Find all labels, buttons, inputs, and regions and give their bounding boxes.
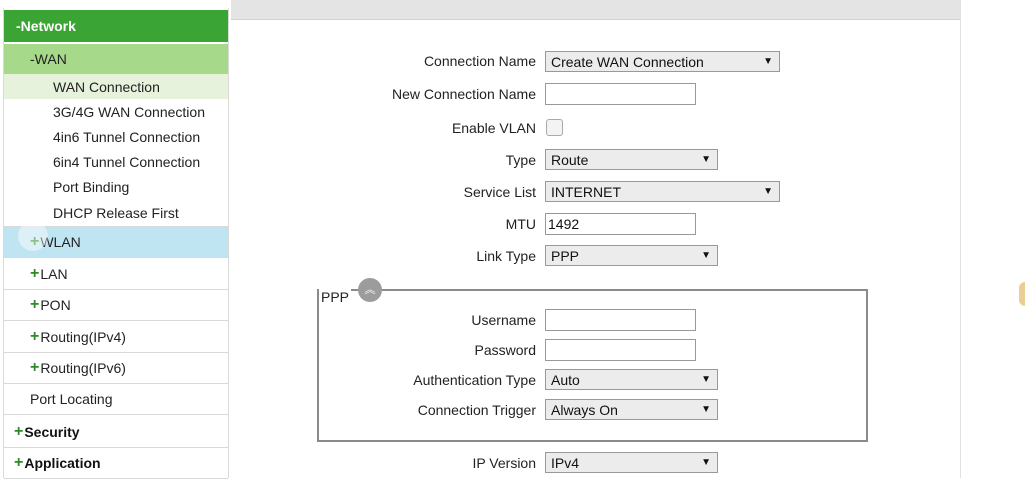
plus-icon: + (30, 265, 40, 282)
sidebar-group-label: LAN (40, 266, 68, 282)
sidebar-item-4in6-tunnel[interactable]: 4in6 Tunnel Connection (4, 124, 228, 149)
password-label: Password (474, 342, 536, 358)
type-select[interactable]: Route ▼ (545, 149, 718, 170)
top-bar (231, 0, 961, 20)
link-type-select[interactable]: PPP ▼ (545, 245, 718, 266)
dropdown-arrow-icon: ▼ (763, 186, 773, 197)
authentication-type-label: Authentication Type (413, 372, 536, 388)
type-label: Type (505, 152, 536, 168)
sidebar-item-6in4-tunnel[interactable]: 6in4 Tunnel Connection (4, 149, 228, 174)
sidebar-group-label: Routing(IPv6) (40, 360, 126, 376)
link-type-value: PPP (551, 247, 580, 264)
connection-trigger-select[interactable]: Always On ▼ (545, 399, 718, 420)
authentication-type-select[interactable]: Auto ▼ (545, 369, 718, 390)
sidebar-group-label: WLAN (40, 234, 81, 250)
sidebar-group-label: Routing(IPv4) (40, 329, 126, 345)
sidebar-wan-label: -WAN (30, 51, 67, 67)
sidebar-item-dhcp-release-first[interactable]: DHCP Release First (4, 199, 228, 227)
ppp-legend: PPP (319, 289, 352, 305)
sidebar-group-wlan[interactable]: + WLAN (4, 221, 228, 258)
sidebar-item-label: WAN Connection (53, 78, 160, 95)
sidebar-item-label: DHCP Release First (53, 204, 179, 221)
dropdown-arrow-icon: ▼ (701, 457, 711, 468)
ip-version-label: IP Version (472, 455, 536, 471)
connection-name-select[interactable]: Create WAN Connection ▼ (545, 51, 780, 72)
plus-icon: + (14, 454, 24, 471)
password-input[interactable] (545, 339, 696, 361)
sidebar-item-3g4g-wan-connection[interactable]: 3G/4G WAN Connection (4, 99, 228, 124)
dropdown-arrow-icon: ▼ (701, 154, 711, 165)
enable-vlan-label: Enable VLAN (451, 120, 536, 136)
plus-icon: + (30, 328, 40, 345)
plus-icon: + (30, 233, 40, 250)
edge-indicator (1019, 282, 1025, 306)
connection-trigger-value: Always On (551, 401, 618, 418)
sidebar-group-routing-ipv4[interactable]: + Routing(IPv4) (4, 322, 228, 353)
enable-vlan-checkbox[interactable] (546, 119, 563, 136)
click-ripple (18, 221, 48, 251)
sidebar-group-routing-ipv6[interactable]: + Routing(IPv6) (4, 353, 228, 384)
sidebar-item-wan-connection[interactable]: WAN Connection (4, 74, 228, 99)
ip-version-value: IPv4 (551, 454, 580, 471)
dropdown-arrow-icon: ▼ (701, 250, 711, 261)
dropdown-arrow-icon: ▼ (763, 56, 773, 67)
sidebar-top-label: Security (24, 424, 80, 440)
link-type-label: Link Type (476, 248, 536, 264)
mtu-label: MTU (505, 216, 536, 232)
dropdown-arrow-icon: ▼ (701, 374, 711, 385)
connection-trigger-label: Connection Trigger (417, 402, 536, 418)
sidebar-item-label: 3G/4G WAN Connection (53, 103, 205, 120)
plus-icon: + (30, 359, 40, 376)
sidebar-item-port-locating[interactable]: Port Locating (4, 384, 228, 415)
sidebar-security[interactable]: + Security (4, 417, 228, 448)
new-connection-name-input[interactable] (545, 83, 696, 105)
sidebar-item-label: 6in4 Tunnel Connection (53, 153, 201, 170)
content-divider (960, 0, 961, 478)
mtu-input[interactable] (545, 213, 696, 235)
connection-name-value: Create WAN Connection (551, 53, 704, 70)
sidebar-group-label: PON (40, 297, 71, 313)
sidebar-item-port-binding[interactable]: Port Binding (4, 174, 228, 199)
sidebar-item-label: Port Locating (30, 391, 113, 407)
sidebar-application[interactable]: + Application (4, 448, 228, 479)
type-value: Route (551, 151, 589, 168)
plus-icon: + (30, 296, 40, 313)
ip-version-select[interactable]: IPv4 ▼ (545, 452, 718, 473)
sidebar: -Network -WAN WAN Connection 3G/4G WAN C… (3, 8, 229, 479)
collapse-icon[interactable]: ︽ (358, 278, 382, 302)
authentication-type-value: Auto (551, 371, 580, 388)
service-list-value: INTERNET (551, 183, 621, 200)
sidebar-network-label: -Network (16, 18, 76, 34)
plus-icon: + (14, 423, 24, 440)
sidebar-network-header[interactable]: -Network (4, 10, 228, 42)
sidebar-wan-header[interactable]: -WAN (4, 44, 228, 74)
sidebar-item-label: Port Binding (53, 178, 130, 195)
ppp-fieldset (317, 289, 868, 442)
service-list-label: Service List (463, 184, 536, 200)
username-label: Username (471, 312, 536, 328)
username-input[interactable] (545, 309, 696, 331)
connection-name-label: Connection Name (423, 53, 536, 69)
sidebar-group-pon[interactable]: + PON (4, 290, 228, 321)
sidebar-top-label: Application (24, 455, 101, 471)
sidebar-group-lan[interactable]: + LAN (4, 259, 228, 290)
dropdown-arrow-icon: ▼ (701, 404, 711, 415)
new-connection-name-label: New Connection Name (392, 86, 536, 102)
sidebar-item-label: 4in6 Tunnel Connection (53, 128, 201, 145)
service-list-select[interactable]: INTERNET ▼ (545, 181, 780, 202)
